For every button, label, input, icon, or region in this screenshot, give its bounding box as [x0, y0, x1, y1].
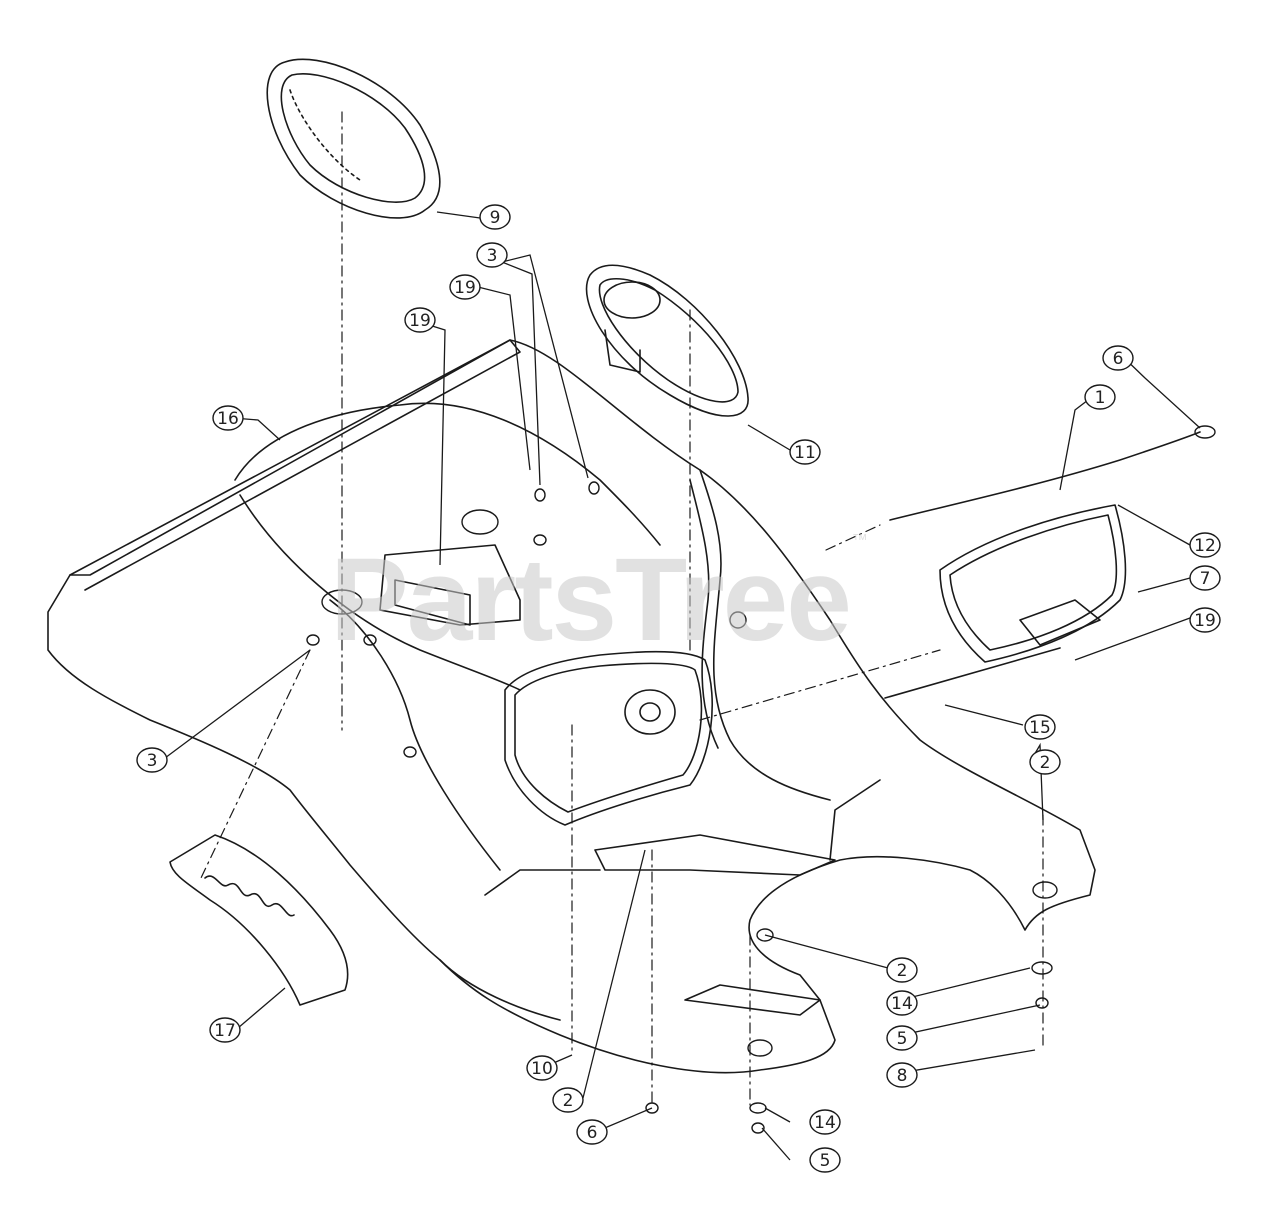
callout-2-right-top: 2	[1029, 749, 1061, 775]
callout-15: 15	[1024, 714, 1056, 740]
callout-11: 11	[789, 439, 821, 465]
callout-17: 17	[209, 1017, 241, 1043]
callout-5-bottom: 5	[809, 1147, 841, 1173]
svg-text:19: 19	[454, 278, 476, 298]
center-console	[504, 650, 714, 826]
callout-10: 10	[526, 1055, 558, 1081]
svg-text:3: 3	[487, 246, 498, 266]
rod	[884, 647, 1061, 699]
svg-text:6: 6	[1113, 349, 1124, 369]
hardware	[306, 425, 1216, 1134]
callout-16: 16	[212, 405, 244, 431]
svg-text:1: 1	[1095, 388, 1106, 408]
svg-text:5: 5	[897, 1029, 908, 1049]
left-seat-oval	[266, 58, 441, 219]
svg-text:9: 9	[490, 208, 501, 228]
svg-text:14: 14	[891, 994, 913, 1014]
svg-text:10: 10	[531, 1059, 553, 1079]
callout-2-bottom: 2	[552, 1087, 584, 1113]
svg-text:2: 2	[897, 961, 908, 981]
svg-text:16: 16	[217, 409, 239, 429]
svg-text:5: 5	[820, 1151, 831, 1171]
floor-plates	[379, 544, 836, 1016]
leader-lines	[164, 211, 1201, 1161]
callout-5-right: 5	[886, 1025, 918, 1051]
callout-19-b: 19	[404, 307, 436, 333]
foot-pad	[169, 834, 349, 1006]
svg-text:12: 12	[1194, 536, 1216, 556]
callout-19-right: 19	[1189, 607, 1221, 633]
callout-8: 8	[886, 1062, 918, 1088]
svg-text:11: 11	[794, 443, 816, 463]
assembly-lines	[199, 111, 1044, 1106]
callout-6-right: 6	[1102, 345, 1134, 371]
cable	[889, 431, 1201, 521]
right-seat-oval	[585, 264, 749, 417]
callout-19-a: 19	[449, 274, 481, 300]
svg-text:6: 6	[587, 1123, 598, 1143]
battery-tray	[939, 504, 1127, 663]
svg-text:2: 2	[1040, 753, 1051, 773]
callout-7: 7	[1189, 565, 1221, 591]
svg-text:7: 7	[1200, 569, 1211, 589]
fender-body	[47, 339, 1096, 1074]
callout-2-right: 2	[886, 957, 918, 983]
callout-3-left: 3	[136, 747, 168, 773]
callout-1: 1	[1084, 384, 1116, 410]
callout-9: 9	[479, 204, 511, 230]
svg-text:3: 3	[147, 751, 158, 771]
svg-text:14: 14	[814, 1113, 836, 1133]
svg-text:8: 8	[897, 1066, 908, 1086]
callout-14-bottom: 14	[809, 1109, 841, 1135]
callout-6-bottom: 6	[576, 1119, 608, 1145]
svg-text:2: 2	[563, 1091, 574, 1111]
svg-text:17: 17	[214, 1021, 236, 1041]
svg-text:15: 15	[1029, 718, 1051, 738]
callout-3-top: 3	[476, 242, 508, 268]
svg-text:19: 19	[409, 311, 431, 331]
callout-12: 12	[1189, 532, 1221, 558]
callout-14-right: 14	[886, 990, 918, 1016]
callouts: 9 3 19 19 16 11 6 1 12 7 19 15 3 2 17 10…	[136, 204, 1221, 1173]
svg-text:19: 19	[1194, 611, 1216, 631]
